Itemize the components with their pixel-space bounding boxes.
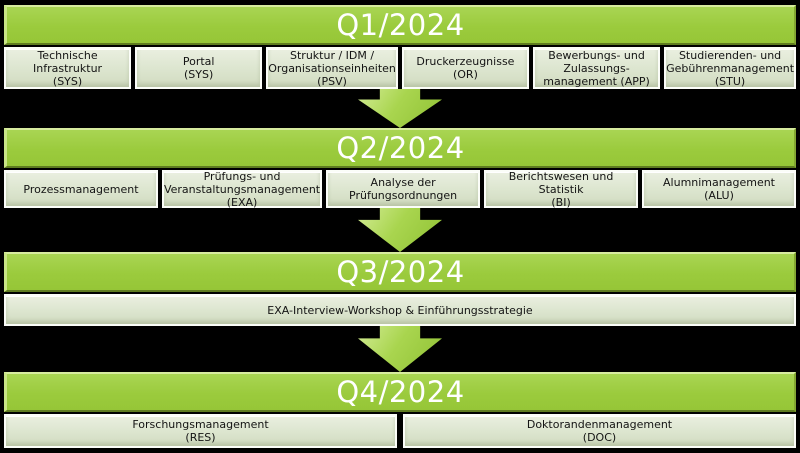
down-arrow-icon — [4, 89, 796, 128]
quarter-header-q1: Q1/2024 — [4, 5, 796, 45]
module-box-druckerzeugnisse: Druckerzeugnisse (OR) — [401, 47, 529, 89]
quarter-title-q3: Q3/2024 — [336, 255, 465, 289]
module-box-technische-infrastruktur: Technische Infrastruktur (SYS) — [4, 47, 132, 89]
module-box-alumnimanagement: Alumnimanagement (ALU) — [642, 170, 796, 208]
module-label: Prüfungs- und Veranstaltungsmanagement (… — [163, 169, 321, 209]
down-arrow-shape — [358, 89, 442, 128]
module-box-studierendenmanagement: Studierenden- und Gebührenmanagement (ST… — [664, 47, 797, 89]
down-arrow-shape — [358, 326, 442, 372]
down-arrow-shape — [358, 208, 442, 252]
module-label: Struktur / IDM / Organisationseinheiten … — [268, 48, 396, 88]
module-row-q4: Forschungsmanagement (RES) Doktorandenma… — [4, 414, 796, 448]
quarter-title-q2: Q2/2024 — [336, 131, 465, 165]
module-box-berichtswesen: Berichtswesen und Statistik (BI) — [484, 169, 639, 209]
quarter-header-q3: Q3/2024 — [4, 252, 796, 292]
down-arrow-icon — [4, 326, 796, 372]
module-label: Technische Infrastruktur (SYS) — [33, 48, 103, 88]
module-box-exa-workshop: EXA-Interview-Workshop & Einführungsstra… — [4, 294, 796, 326]
module-box-bewerbungsmanagement: Bewerbungs- und Zulassungs- management (… — [532, 47, 661, 89]
quarter-title-q4: Q4/2024 — [336, 375, 465, 409]
module-label: Alumnimanagement (ALU) — [663, 176, 775, 202]
quarter-header-q2: Q2/2024 — [4, 128, 796, 168]
module-label: Portal (SYS) — [182, 55, 215, 81]
module-label: Forschungsmanagement (RES) — [132, 418, 269, 444]
module-label: Doktorandenmanagement (DOC) — [526, 418, 673, 444]
quarter-title-q1: Q1/2024 — [336, 8, 465, 42]
module-label: EXA-Interview-Workshop & Einführungsstra… — [267, 303, 533, 317]
module-box-prozessmanagement: Prozessmanagement — [4, 170, 158, 208]
module-label: Prozessmanagement — [23, 182, 139, 196]
module-label: Bewerbungs- und Zulassungs- management (… — [543, 48, 650, 88]
module-row-q2: Prozessmanagement Prüfungs- und Veransta… — [4, 169, 796, 209]
module-label: Analyse der Prüfungsordnungen — [349, 176, 458, 202]
module-box-forschungsmanagement: Forschungsmanagement (RES) — [4, 414, 397, 448]
roadmap-diagram: Q1/2024 Technische Infrastruktur (SYS) P… — [4, 5, 797, 448]
module-row-q3: EXA-Interview-Workshop & Einführungsstra… — [4, 294, 796, 326]
module-row-q1: Technische Infrastruktur (SYS) Portal (S… — [4, 47, 797, 89]
module-box-pruefungsmanagement: Prüfungs- und Veranstaltungsmanagement (… — [161, 169, 323, 209]
module-box-analyse-pruefungsordnungen: Analyse der Prüfungsordnungen — [326, 170, 481, 208]
module-label: Druckerzeugnisse (OR) — [416, 55, 515, 81]
module-label: Berichtswesen und Statistik (BI) — [508, 169, 614, 209]
module-box-doktorandenmanagement: Doktorandenmanagement (DOC) — [403, 414, 796, 448]
module-label: Studierenden- und Gebührenmanagement (ST… — [666, 48, 795, 88]
module-box-struktur-idm: Struktur / IDM / Organisationseinheiten … — [266, 47, 398, 89]
module-box-portal: Portal (SYS) — [135, 47, 263, 89]
down-arrow-icon — [4, 208, 796, 252]
quarter-header-q4: Q4/2024 — [4, 372, 796, 412]
